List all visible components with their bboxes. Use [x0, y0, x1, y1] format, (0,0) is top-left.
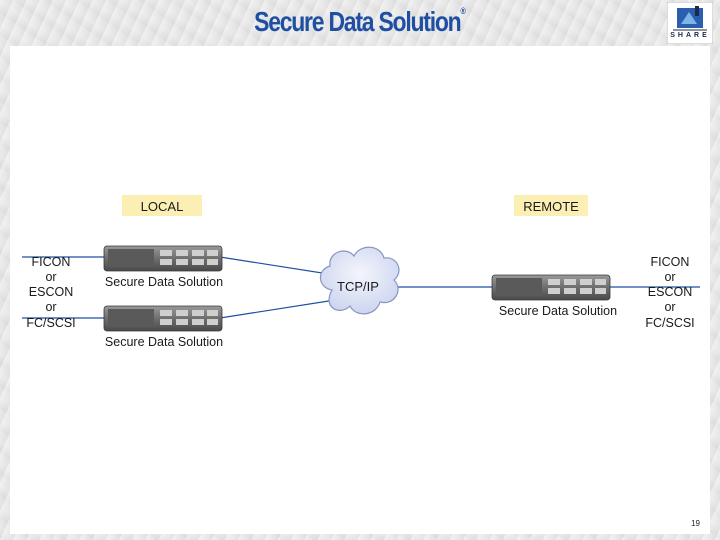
left-interface-line-3: ESCON — [29, 285, 73, 299]
slide-header: Secure Data Solution® SHARE — [0, 0, 720, 46]
remote-server-icon — [491, 274, 611, 301]
remote-server-label: Secure Data Solution — [499, 304, 617, 318]
right-interface-line-5: FC/SCSI — [645, 316, 694, 330]
share-logo: SHARE — [666, 1, 714, 45]
remote-label: REMOTE — [523, 199, 579, 214]
link-line-local-top-to-cloud — [219, 256, 336, 276]
remote-label-highlight — [514, 195, 588, 216]
slide-title: Secure Data Solution® — [65, 6, 655, 38]
right-interface-line-2: or — [664, 270, 675, 284]
tcp-ip-cloud-icon — [319, 246, 400, 315]
local-label: LOCAL — [141, 199, 184, 214]
slide-number: 19 — [691, 519, 700, 528]
registered-mark: ® — [460, 6, 466, 16]
left-interface-line-4: or — [45, 300, 56, 314]
local-server-1-icon — [103, 245, 223, 272]
share-logo-icon — [666, 1, 714, 45]
slide-title-text: Secure Data Solution — [254, 6, 462, 37]
right-interface-line-4: or — [664, 300, 675, 314]
local-label-highlight — [122, 195, 202, 216]
share-logo-text: SHARE — [670, 32, 710, 39]
local-server-1-label: Secure Data Solution — [105, 275, 223, 289]
left-interface-line-5: FC/SCSI — [26, 316, 75, 330]
link-line-local-bottom-to-cloud — [219, 299, 336, 319]
left-interface-line-1: FICON — [32, 255, 71, 269]
local-server-2-label: Secure Data Solution — [105, 335, 223, 349]
local-server-2-icon — [103, 305, 223, 332]
right-interface-line-3: ESCON — [648, 285, 692, 299]
left-interface-line-2: or — [45, 270, 56, 284]
right-interface-line-1: FICON — [651, 255, 690, 269]
network-label: TCP/IP — [337, 279, 379, 294]
